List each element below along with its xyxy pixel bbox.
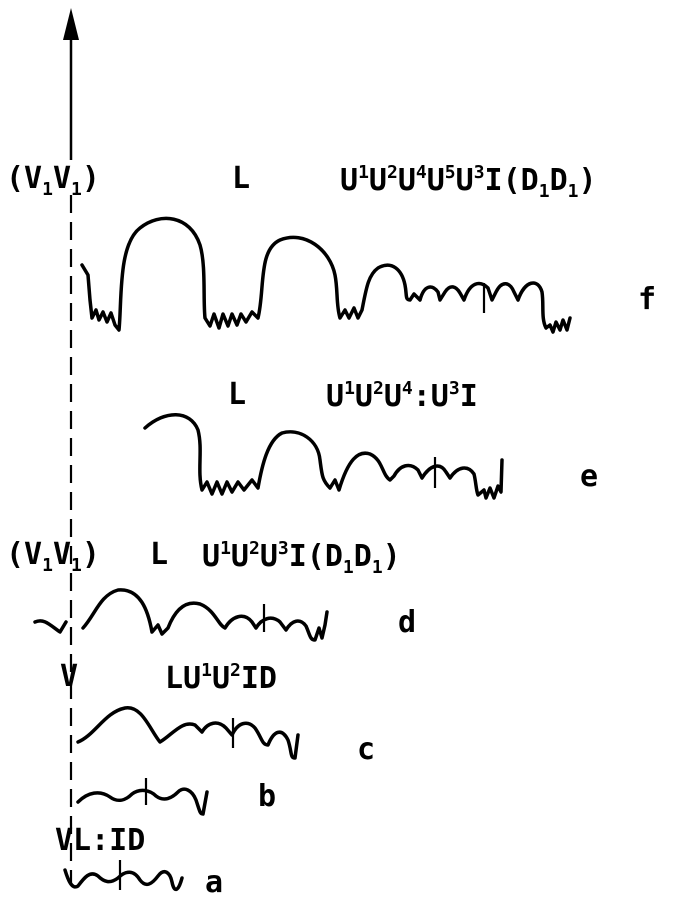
- trace-d-letter: d: [398, 605, 417, 640]
- trace-e-label-right: U1U2U4:U3I: [326, 378, 478, 414]
- trace-d-label-left: (V1V1): [6, 537, 100, 576]
- trace-f-label-right: U1U2U4U5U3I(D1D1): [340, 162, 597, 202]
- trace-a-letter: a: [205, 865, 224, 900]
- trace-c-label-left: V: [60, 659, 79, 694]
- trace-f-letter: f: [638, 282, 657, 317]
- trace-a-label-left: VL:ID: [55, 823, 146, 858]
- trace-d-label-mid: L: [150, 537, 169, 572]
- trace-f-label-mid: L: [232, 161, 251, 196]
- trace-d-label-right: U1U2U3I(D1D1): [202, 538, 401, 578]
- trace-a: [63, 868, 184, 892]
- trace-b-letter: b: [258, 779, 277, 814]
- axis-arrow-icon: [63, 8, 79, 40]
- trace-c-letter: c: [357, 732, 376, 767]
- trace-f: [80, 216, 572, 334]
- vertical-axis: [63, 8, 79, 885]
- trace-c: [76, 706, 300, 760]
- trace-e: [143, 413, 504, 500]
- trace-d: [33, 588, 329, 642]
- trace-c-label-right: LU1U2ID: [165, 660, 277, 696]
- trace-e-letter: e: [580, 459, 599, 494]
- trace-b: [76, 787, 209, 816]
- trace-f-label-left: (V1V1): [6, 161, 100, 200]
- trace-e-label-mid: L: [228, 377, 247, 412]
